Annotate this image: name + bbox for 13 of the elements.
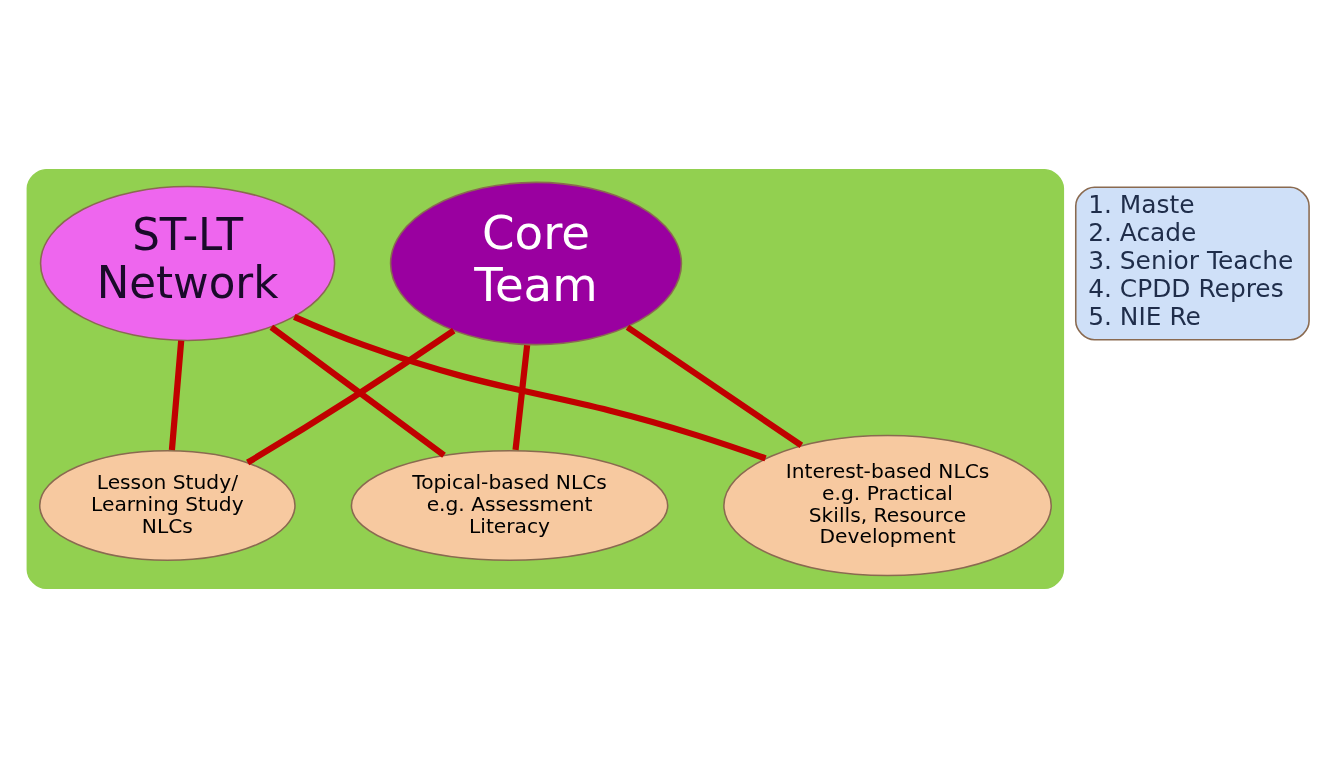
node-ellipse: Core Team [389,181,683,345]
connector [625,324,804,448]
node-box: 1. Maste 2. Acade 3. Senior Teache 4. CPDD Repres 5. NIE Re [1074,186,1310,340]
node-ellipse: Topical-based NLCs e.g. Assessment Literacy [350,449,669,561]
cluster [26,168,1065,589]
node-ellipse: ST-LT Network [39,185,336,341]
connector [269,324,446,458]
node-ellipse: Interest-based NLCs e.g. Practical Skills, Resource Development [723,434,1052,576]
connector [168,339,185,450]
connector [246,327,456,465]
node-ellipse: Lesson Study/ Learning Study NLCs [38,449,296,561]
connector [293,313,767,461]
connector [512,344,531,450]
